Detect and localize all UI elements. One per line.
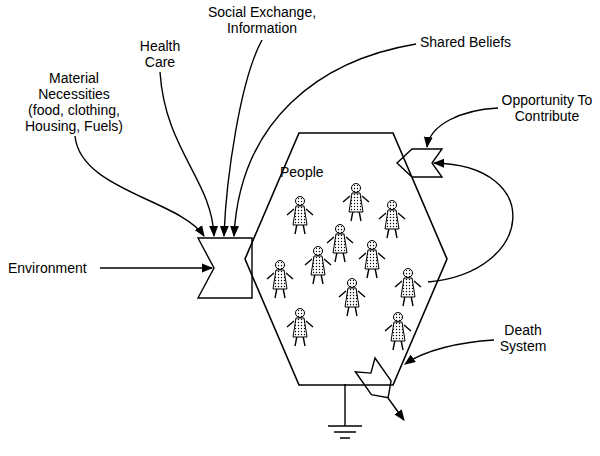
- person-figure: [343, 184, 369, 222]
- person-figure: [395, 269, 421, 307]
- output-label: Death System: [494, 322, 552, 354]
- input-arrow: [234, 44, 416, 236]
- input-arrow: [405, 340, 494, 364]
- person-figure: [359, 241, 385, 279]
- input-arrow: [100, 267, 212, 268]
- input-label: Health Care: [130, 38, 190, 70]
- heat-sink-line: [344, 384, 345, 426]
- input-label: Shared Beliefs: [420, 34, 540, 50]
- input-label: Material Necessities (food, clothing, Ho…: [20, 70, 128, 134]
- heat-sink-symbol: [328, 426, 362, 438]
- person-figure: [305, 247, 331, 285]
- input-label: Opportunity To Contribute: [500, 92, 594, 124]
- person-figure: [327, 225, 353, 263]
- person-figure: [385, 313, 411, 351]
- person-figure: [287, 197, 313, 235]
- interaction-symbol: [198, 238, 252, 298]
- input-label: Social Exchange, Information: [195, 4, 329, 36]
- source-label: Environment: [8, 260, 108, 276]
- person-figure: [267, 261, 293, 299]
- consumer-hexagon: People: [244, 132, 446, 384]
- person-figure: [287, 309, 313, 347]
- person-figure: [339, 279, 365, 317]
- output-arrow: [388, 398, 404, 420]
- node-label: People: [280, 164, 324, 180]
- interaction-symbol: [355, 358, 398, 405]
- input-arrow: [224, 40, 262, 236]
- input-arrow: [427, 108, 498, 147]
- feedback-arrow: [428, 163, 513, 282]
- input-arrow: [160, 72, 214, 236]
- input-arrow: [75, 136, 204, 236]
- person-figure: [379, 201, 405, 239]
- hexagon-outline: [244, 132, 448, 386]
- interaction-symbol: [397, 149, 442, 177]
